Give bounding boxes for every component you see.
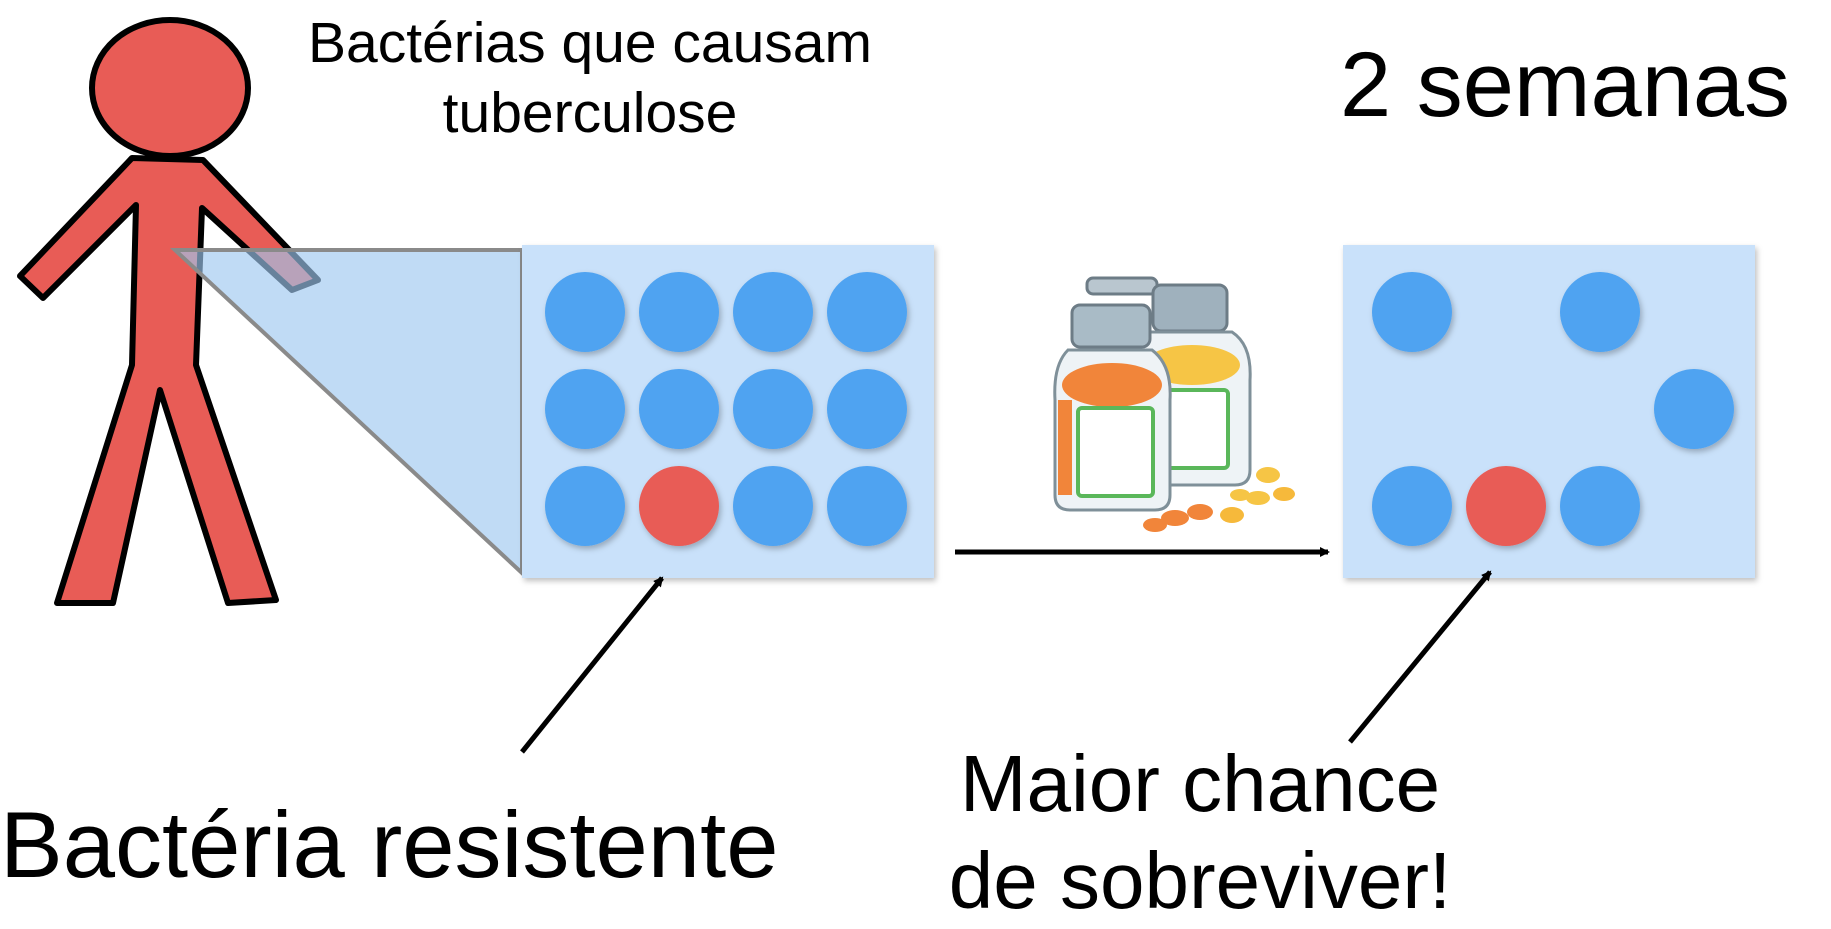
bacterium — [1372, 272, 1452, 352]
bacterium — [639, 369, 719, 449]
resistant-bacterium — [1466, 466, 1546, 546]
bacterium — [545, 369, 625, 449]
bacterium — [1654, 369, 1734, 449]
resistant-label: Bactéria resistente — [0, 792, 779, 897]
bacterium — [733, 369, 813, 449]
bacterium — [733, 466, 813, 546]
bacterium — [827, 369, 907, 449]
survival-label: Maior chance de sobreviver! — [920, 735, 1480, 929]
survival-pointer-arrow — [1348, 570, 1492, 744]
survival-label-line2: de sobreviver! — [948, 836, 1452, 925]
medicine-bottles-icon — [1053, 276, 1295, 532]
panel-after-bacteria — [1372, 272, 1734, 546]
survival-label-line1: Maior chance — [959, 739, 1441, 828]
bacterium — [1560, 272, 1640, 352]
panel-before-bacteria — [545, 272, 907, 546]
bacterium — [639, 272, 719, 352]
bacteria-caption: Bactérias que causam tuberculose — [300, 8, 880, 148]
bacterium — [545, 272, 625, 352]
bacterium — [1372, 466, 1452, 546]
bacteria-caption-line1: Bactérias que causam — [308, 11, 872, 75]
bacterium — [827, 466, 907, 546]
time-label: 2 semanas — [1340, 34, 1791, 136]
resistant-bacterium — [639, 466, 719, 546]
bacteria-caption-line2: tuberculose — [442, 81, 738, 145]
bacterium — [1560, 466, 1640, 546]
person-head — [89, 17, 251, 159]
person-body — [17, 155, 321, 606]
bacterium — [733, 272, 813, 352]
bacterium — [827, 272, 907, 352]
resistant-pointer-arrow — [520, 576, 664, 754]
bacterium — [545, 466, 625, 546]
person-icon — [17, 17, 321, 606]
